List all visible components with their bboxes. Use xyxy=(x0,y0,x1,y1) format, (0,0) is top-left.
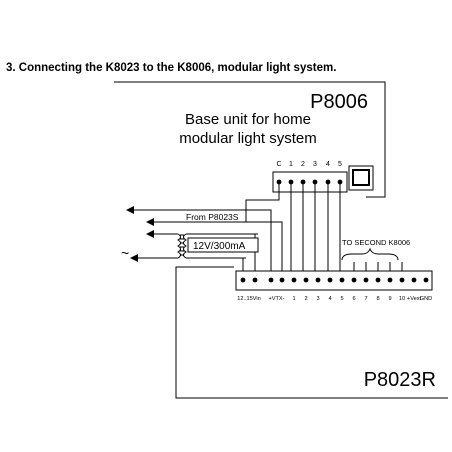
p8023r-terminal-label-2: 1 xyxy=(292,296,295,302)
p8023r-terminal-15 xyxy=(423,277,429,283)
p8023r-terminal-label-9: 8 xyxy=(376,296,379,302)
p8023r-terminal-label-12: +Vext xyxy=(407,296,422,302)
ac-source-symbol: ~ xyxy=(121,245,129,261)
p8023r-terminal-8 xyxy=(339,277,345,283)
p8006-description-line1: Base unit for home xyxy=(185,111,311,128)
p8023r-terminal-3 xyxy=(279,277,285,283)
p8023r-terminal-block xyxy=(235,270,433,291)
p8023r-terminal-1 xyxy=(252,277,258,283)
p8023r-terminal-2 xyxy=(268,277,274,283)
transformer-label-box xyxy=(187,237,259,253)
p8006-terminal-block xyxy=(272,171,348,193)
p8023r-terminal-label-4: 3 xyxy=(316,296,319,302)
p8023r-terminal-6 xyxy=(315,277,321,283)
p8023r-terminal-label-11: 10 xyxy=(399,296,405,302)
p8023r-terminal-12 xyxy=(387,277,393,283)
p8023r-terminal-label-8: 7 xyxy=(364,296,367,302)
p8023r-terminals xyxy=(240,277,429,283)
p8006-outline xyxy=(114,81,386,198)
second-k8006-bracket xyxy=(341,247,399,261)
p8023r-terminal-14 xyxy=(411,277,417,283)
p8006-terminal-label-2: 2 xyxy=(301,161,305,168)
p8023r-terminal-9 xyxy=(351,277,357,283)
p8006-terminal-label-3: 3 xyxy=(313,161,317,168)
from-p8023s-label: From P8023S xyxy=(186,212,239,222)
wire-2 xyxy=(246,209,272,280)
p8023r-terminal-label-5: 4 xyxy=(328,296,331,302)
p8023r-terminal-label-13: GND xyxy=(420,296,432,302)
p8023r-terminal-label-7: 6 xyxy=(352,296,355,302)
p8023r-terminal-label-3: 2 xyxy=(304,296,307,302)
p8023r-terminal-13 xyxy=(399,277,405,283)
rj-connector-inner xyxy=(352,169,370,186)
p8006-model-label: P8006 xyxy=(310,91,368,113)
p8023r-terminal-label-1: +VTX- xyxy=(268,296,284,302)
p8023r-terminal-10 xyxy=(363,277,369,283)
p8023r-terminal-11 xyxy=(375,277,381,283)
wire-0 xyxy=(245,182,280,210)
p8006-terminal-label-0: C xyxy=(276,161,281,168)
p8023r-terminal-0 xyxy=(240,277,246,283)
p8006-terminal-labels: C 1 2 3 4 5 xyxy=(276,161,342,168)
p8023r-terminal-label-10: 9 xyxy=(388,296,391,302)
transformer-symbol xyxy=(177,233,187,259)
wire-3 xyxy=(246,221,283,280)
wires xyxy=(242,182,427,280)
p8023r-terminal-4 xyxy=(291,277,297,283)
p8006-description-line2: modular light system xyxy=(179,130,317,147)
to-second-k8006-label: TO SECOND K8006 xyxy=(342,238,410,247)
p8023r-model-label: P8023R xyxy=(364,369,436,391)
p8023r-terminal-5 xyxy=(303,277,309,283)
p8006-terminal-label-1: 1 xyxy=(289,161,293,168)
p8006-terminal-label-4: 4 xyxy=(326,161,330,168)
transformer-label: 12V/300mA xyxy=(193,241,246,252)
p8023r-outline xyxy=(175,266,448,399)
p8023r-terminal-7 xyxy=(327,277,333,283)
p8006-terminal-label-5: 5 xyxy=(338,161,342,168)
section-heading: 3. Connecting the K8023 to the K8006, mo… xyxy=(6,62,337,74)
p8023r-terminal-label-6: 5 xyxy=(340,296,343,302)
p8023r-terminal-label-0: 12..15Vin xyxy=(237,296,261,302)
